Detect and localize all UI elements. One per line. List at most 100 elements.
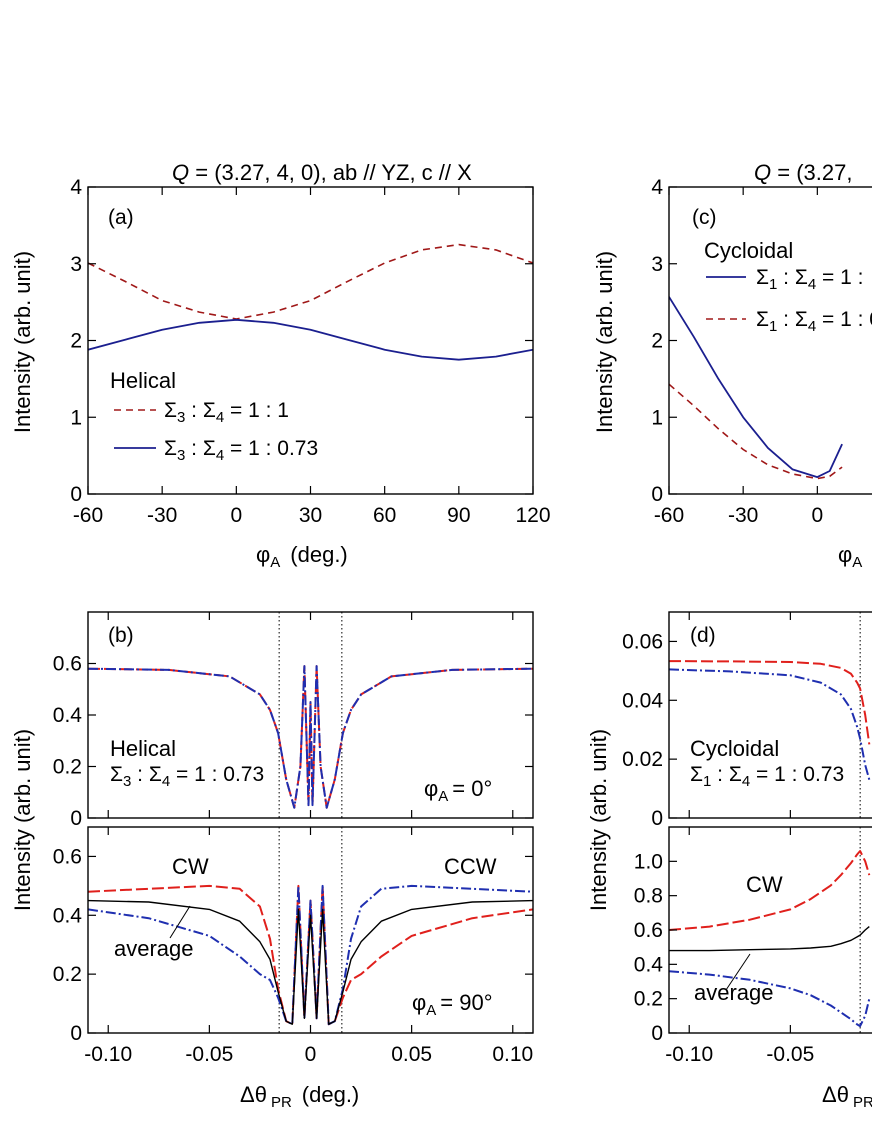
panel-d-lower: 00.20.40.60.81.0-0.10-0.05 xyxy=(634,826,872,1066)
formula-part: Σ xyxy=(203,437,216,460)
note-b-average: average xyxy=(114,936,194,961)
note-b-helical: Helical xyxy=(110,736,176,761)
note-b-cw: CW xyxy=(172,854,209,879)
y-tick-label: 0 xyxy=(651,807,663,830)
formula-part: 4 xyxy=(808,318,816,335)
x-tick-label: 0.05 xyxy=(391,1043,432,1066)
note-b-ccw: CCW xyxy=(444,854,497,879)
xlabel-d-sub: PR xyxy=(853,1094,872,1111)
formula-part: Σ xyxy=(149,763,162,786)
formula-part: 4 xyxy=(216,447,224,464)
ylabel-b: Intensity (arb. unit) xyxy=(10,729,35,911)
y-tick-label: 1 xyxy=(651,406,663,429)
x-tick-label: 60 xyxy=(373,504,396,527)
formula-part: Σ xyxy=(164,399,177,422)
y-tick-label: 0.4 xyxy=(53,704,83,727)
note-b-phi90-sym: φ xyxy=(412,990,426,1015)
axes-frame xyxy=(668,611,872,819)
y-tick-label: 0 xyxy=(70,483,82,506)
title-left-q: Q xyxy=(172,160,189,185)
x-tick-label: -60 xyxy=(654,504,684,527)
x-tick-label: -60 xyxy=(73,504,103,527)
x-tick-label: 0 xyxy=(230,504,242,527)
formula-part: = 1 : xyxy=(816,266,863,289)
formula-part: = 1 : 1 xyxy=(224,399,289,422)
series-line-d-lower-3 xyxy=(669,970,871,1028)
series-line-d-1 xyxy=(669,660,871,745)
legend-a-label-1: Σ3 : Σ4 = 1 : 1 xyxy=(164,399,289,426)
note-b-phi90-sub: A xyxy=(426,1002,436,1019)
formula-part: : xyxy=(185,399,203,422)
y-tick-label: 0.06 xyxy=(622,630,663,653)
y-tick-label: 2 xyxy=(651,330,663,353)
note-b-phi90-val: = 90° xyxy=(440,990,492,1015)
average-pointer-d xyxy=(725,953,751,991)
series-line-d-2 xyxy=(669,668,871,780)
y-tick-label: 0.4 xyxy=(634,953,664,976)
formula-part: = 1 : 0.73 xyxy=(170,763,264,786)
y-tick-label: 0 xyxy=(70,1022,82,1045)
xlabel-a-sub: A xyxy=(270,554,280,571)
panel-tag-d: (d) xyxy=(690,624,716,647)
note-b-phi0: φA= 0° xyxy=(424,776,492,805)
x-tick-label: 0.10 xyxy=(492,1043,533,1066)
panel-tag-c: (c) xyxy=(692,206,717,229)
formula-part: Σ xyxy=(203,399,216,422)
title-left: Q = (3.27, 4, 0), ab // YZ, c // X xyxy=(172,160,472,185)
y-tick-label: 1.0 xyxy=(634,850,663,873)
series-line-a-1 xyxy=(88,243,533,320)
note-b-phi0-sub: A xyxy=(438,788,448,805)
y-tick-label: 0.04 xyxy=(622,689,663,712)
formula-part: : xyxy=(185,437,203,460)
x-tick-label: 90 xyxy=(447,504,470,527)
y-tick-label: 3 xyxy=(70,253,82,276)
formula-part: = 1 : 0.73 xyxy=(750,763,844,786)
legend-a-label-2: Σ3 : Σ4 = 1 : 0.73 xyxy=(164,437,318,464)
formula-part: : xyxy=(131,763,149,786)
panel-tag-b: (b) xyxy=(108,624,134,647)
formula-part: : xyxy=(711,763,729,786)
title-left-rest: = (3.27, 4, 0), ab // YZ, c // X xyxy=(189,160,472,185)
legend-c-title: Cycloidal xyxy=(704,238,793,263)
xlabel-c-phi: φ xyxy=(838,542,852,567)
formula-part: Σ xyxy=(729,763,742,786)
y-tick-label: 0.6 xyxy=(53,845,82,868)
formula-part: 1 xyxy=(703,773,711,790)
xlabel-b-unit: (deg.) xyxy=(302,1082,359,1107)
panel-b: 00.20.40.6 xyxy=(53,611,534,830)
legend-c-label-1: Σ1 : Σ4 = 1 : xyxy=(756,266,863,293)
formula-part: : xyxy=(777,308,795,331)
note-b-phi0-val: = 0° xyxy=(452,776,492,801)
y-tick-label: 0.8 xyxy=(634,885,663,908)
note-d-average: average xyxy=(694,980,774,1005)
y-tick-label: 4 xyxy=(70,176,82,199)
y-tick-label: 0.02 xyxy=(622,748,663,771)
y-tick-label: 0.2 xyxy=(53,963,82,986)
legend-c-label-2: Σ1 : Σ4 = 1 : 0 xyxy=(756,308,872,335)
formula-part: 4 xyxy=(808,276,816,293)
formula-part: Σ xyxy=(795,308,808,331)
ylabel-d: Intensity (arb. unit) xyxy=(586,729,611,911)
axes-frame xyxy=(668,186,872,495)
y-tick-label: 0 xyxy=(70,807,82,830)
formula-part: 4 xyxy=(162,773,170,790)
formula-part: Σ xyxy=(690,763,703,786)
x-tick-label: 120 xyxy=(515,504,550,527)
xlabel-b-sub: PR xyxy=(271,1094,292,1111)
y-tick-label: 1 xyxy=(70,406,82,429)
panel-d: 0 0.02 0.04 0.06 xyxy=(622,611,872,830)
formula-part: 3 xyxy=(177,447,185,464)
formula-part: : xyxy=(777,266,795,289)
series-line-a-2 xyxy=(88,318,533,361)
x-tick-label: -30 xyxy=(147,504,177,527)
x-tick-label: -0.10 xyxy=(84,1043,132,1066)
x-tick-label: -0.10 xyxy=(665,1043,713,1066)
xlabel-a-unit: (deg.) xyxy=(290,542,347,567)
xlabel-c-sub: A xyxy=(852,554,862,571)
x-tick-label: 0 xyxy=(305,1043,317,1066)
formula-part: 4 xyxy=(216,409,224,426)
